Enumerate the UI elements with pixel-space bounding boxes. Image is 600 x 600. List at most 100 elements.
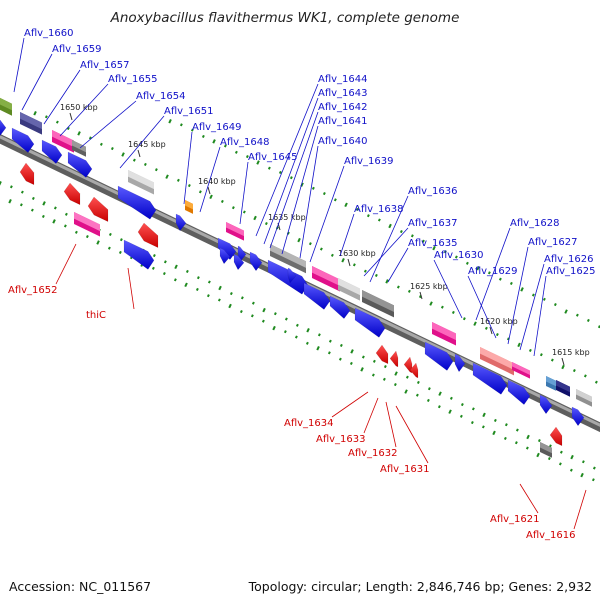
- gc-dot: [553, 303, 557, 307]
- gc-dot: [410, 234, 414, 238]
- gc-dot: [542, 297, 546, 301]
- gc-dot: [503, 436, 507, 441]
- forward-label-leader: [309, 165, 345, 263]
- gc-dot: [487, 271, 491, 275]
- gc-dot: [162, 272, 166, 276]
- kbp-tick-label: 1635 kbp: [268, 213, 306, 222]
- gc-dot: [121, 152, 125, 157]
- gc-dot: [525, 446, 529, 450]
- gc-dot: [396, 285, 400, 289]
- gc-dot: [426, 398, 430, 403]
- forward-gene-label: Aflv_1639: [344, 156, 394, 167]
- forward-cds-arrow: [472, 362, 508, 395]
- forward-cds-arrow: [454, 353, 466, 373]
- gene-box-highlight: [576, 389, 592, 403]
- reverse-cds-arrow: [403, 356, 413, 374]
- gene-box-highlight: [512, 362, 530, 376]
- gc-dot: [311, 186, 315, 190]
- gene-box-highlight: [362, 290, 394, 312]
- gc-dot: [564, 309, 568, 314]
- gc-dot: [394, 371, 398, 376]
- forward-cds-arrow: [175, 213, 187, 232]
- forward-gene-label: Aflv_1642: [318, 102, 368, 113]
- gc-dot: [352, 263, 356, 267]
- gc-dot: [250, 314, 254, 318]
- forward-cds-arrow: [571, 406, 585, 427]
- kbp-tick-label: 1615 kbp: [552, 348, 590, 357]
- gc-dot: [85, 235, 89, 239]
- forward-label-leader: [475, 227, 511, 321]
- gc-dot: [449, 396, 453, 400]
- gc-dot: [187, 184, 191, 188]
- gc-dot: [580, 472, 584, 478]
- forward-label-leader: [299, 145, 319, 259]
- gc-dot: [366, 214, 370, 218]
- gc-dot: [421, 239, 425, 243]
- gene-box-highlight: [72, 140, 86, 153]
- forward-label-leader: [263, 97, 319, 245]
- gc-dot: [317, 333, 321, 337]
- map-title: Anoxybacillus flavithermus WK1, complete…: [110, 10, 460, 26]
- forward-label-leader: [519, 263, 545, 351]
- forward-cds-arrow: [539, 394, 553, 415]
- gc-dot: [550, 358, 554, 362]
- forward-cds-arrow: [354, 307, 386, 338]
- forward-label-leader: [79, 100, 137, 149]
- gc-dot: [228, 303, 232, 309]
- reverse-gene-label: Aflv_1652: [8, 285, 58, 296]
- gc-dot: [30, 208, 34, 212]
- gc-dot: [173, 278, 177, 282]
- gc-dot: [273, 312, 277, 316]
- forward-gene-label: Aflv_1637: [408, 218, 458, 229]
- gc-dot: [539, 353, 543, 357]
- forward-gene-label: Aflv_1626: [544, 254, 594, 265]
- gc-dot: [245, 155, 249, 159]
- forward-cds-arrow: [217, 237, 237, 261]
- reverse-gene-label: Aflv_1634: [284, 418, 334, 429]
- reverse-cds-arrow: [19, 162, 35, 186]
- gc-dot: [407, 289, 411, 293]
- kbp-tick-mark: [69, 112, 73, 121]
- gc-dot: [405, 375, 409, 379]
- gc-dot: [581, 460, 585, 464]
- gc-dot: [509, 281, 513, 285]
- forward-gene-label: Aflv_1636: [408, 186, 458, 197]
- forward-label-leader: [387, 247, 409, 283]
- gc-dot: [77, 131, 81, 136]
- gc-dot: [416, 380, 420, 385]
- gc-dot: [432, 245, 436, 251]
- forward-label-leader: [59, 83, 109, 137]
- gene-box-highlight: [556, 380, 570, 393]
- gc-dot: [319, 247, 323, 251]
- gc-dot: [504, 423, 508, 427]
- reverse-gene-label: thiC: [86, 310, 106, 321]
- gc-dot: [482, 412, 486, 418]
- gc-dot: [415, 393, 419, 397]
- gene-box-highlight: [546, 376, 556, 387]
- gc-dot: [33, 111, 37, 116]
- gc-dot: [473, 321, 477, 326]
- gc-dot: [253, 215, 257, 221]
- kbp-tick-mark: [419, 291, 423, 300]
- forward-label-leader: [183, 131, 193, 205]
- gc-dot: [322, 192, 326, 196]
- forward-gene-label: Aflv_1659: [52, 44, 102, 55]
- gc-dot: [174, 264, 178, 270]
- gc-dot: [294, 335, 298, 339]
- accession-text: Accession: NC_011567: [9, 579, 152, 594]
- gc-dot: [151, 266, 155, 270]
- forward-cds-arrow: [287, 267, 297, 284]
- gc-dot: [451, 310, 455, 315]
- gc-dot: [41, 214, 45, 218]
- forward-cds-arrow: [219, 247, 231, 265]
- forward-label-leader: [43, 69, 81, 125]
- gc-dot: [333, 198, 337, 202]
- gc-dot: [223, 144, 227, 148]
- gc-dot: [591, 478, 595, 482]
- gc-dot: [179, 123, 183, 127]
- forward-gene-label: Aflv_1655: [108, 74, 158, 85]
- gc-dot: [184, 282, 188, 288]
- reverse-label-leader: [363, 397, 379, 434]
